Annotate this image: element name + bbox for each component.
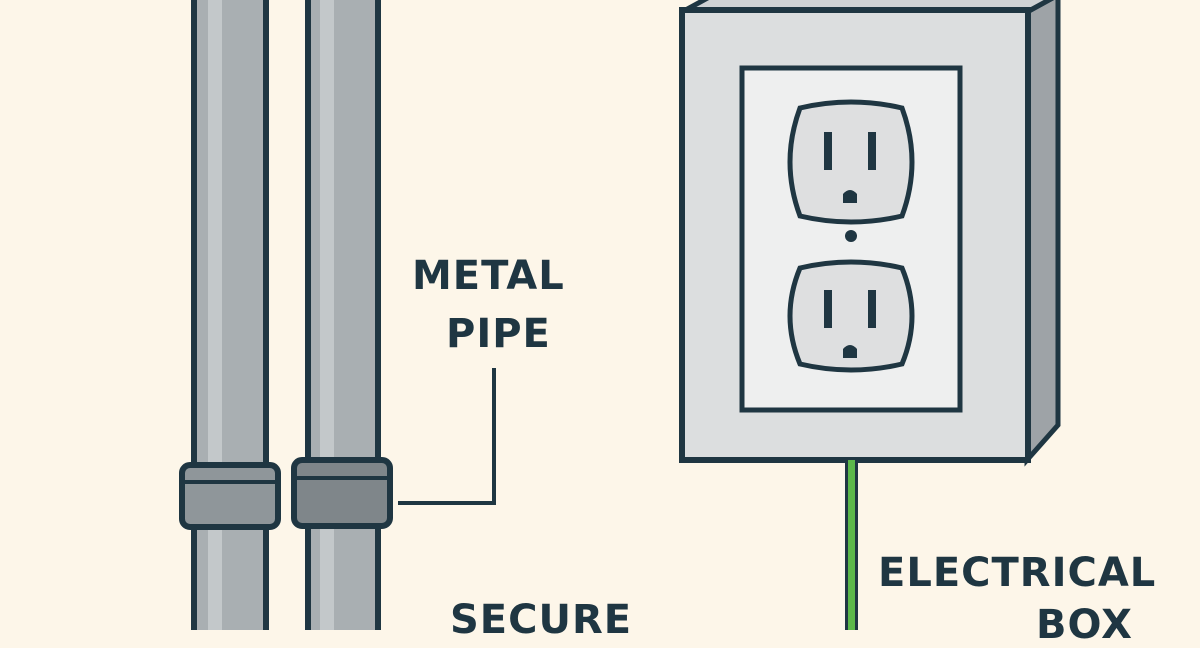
right-metal-pipe xyxy=(291,0,393,630)
secure-label: SECURE xyxy=(450,597,633,643)
metal-pipe-leader-line xyxy=(398,368,496,505)
ground-wire-icon xyxy=(845,460,858,630)
metal-pipe-label-line2: PIPE xyxy=(446,311,551,357)
electrical-box-label-line2: BOX xyxy=(1036,602,1133,648)
diagram-canvas: METAL PIPE SECURE ELECTRICAL BOX xyxy=(179,0,1157,645)
metal-pipe-label-line1: METAL xyxy=(412,253,565,299)
electrical-box-label-line1: ELECTRICAL xyxy=(878,550,1157,596)
left-metal-pipe xyxy=(179,0,281,630)
electrical-box xyxy=(679,0,1061,467)
upper-receptacle-icon xyxy=(787,99,915,225)
right-pipe-clamp-icon xyxy=(291,457,393,529)
lower-receptacle-icon xyxy=(787,259,915,373)
diagram-drawing xyxy=(179,0,1061,630)
center-screw-icon xyxy=(845,230,857,242)
left-pipe-clamp-icon xyxy=(179,462,281,530)
